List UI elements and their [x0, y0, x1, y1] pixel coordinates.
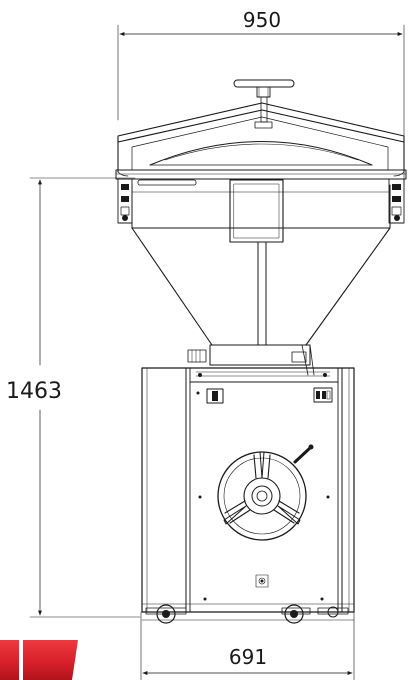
- lid-assembly: [115, 79, 407, 224]
- hopper: [131, 179, 391, 376]
- top-handwheel: [233, 79, 295, 129]
- dimension-label-top: 950: [243, 8, 281, 32]
- brand-logo-mark: [0, 640, 78, 680]
- dimension-label-bottom: 691: [229, 645, 267, 669]
- casters: [141, 604, 355, 624]
- main-switch: [196, 388, 224, 404]
- dimension-left: 1463: [6, 177, 141, 618]
- dimension-top: 950: [117, 8, 405, 186]
- dimension-bottom: 691: [140, 611, 355, 680]
- dimension-label-left: 1463: [6, 379, 62, 404]
- machine-body: [141, 367, 355, 613]
- control-block: [313, 387, 333, 403]
- right-hinge: [388, 178, 405, 224]
- left-hinge: [117, 178, 133, 224]
- front-handwheel: [217, 444, 314, 541]
